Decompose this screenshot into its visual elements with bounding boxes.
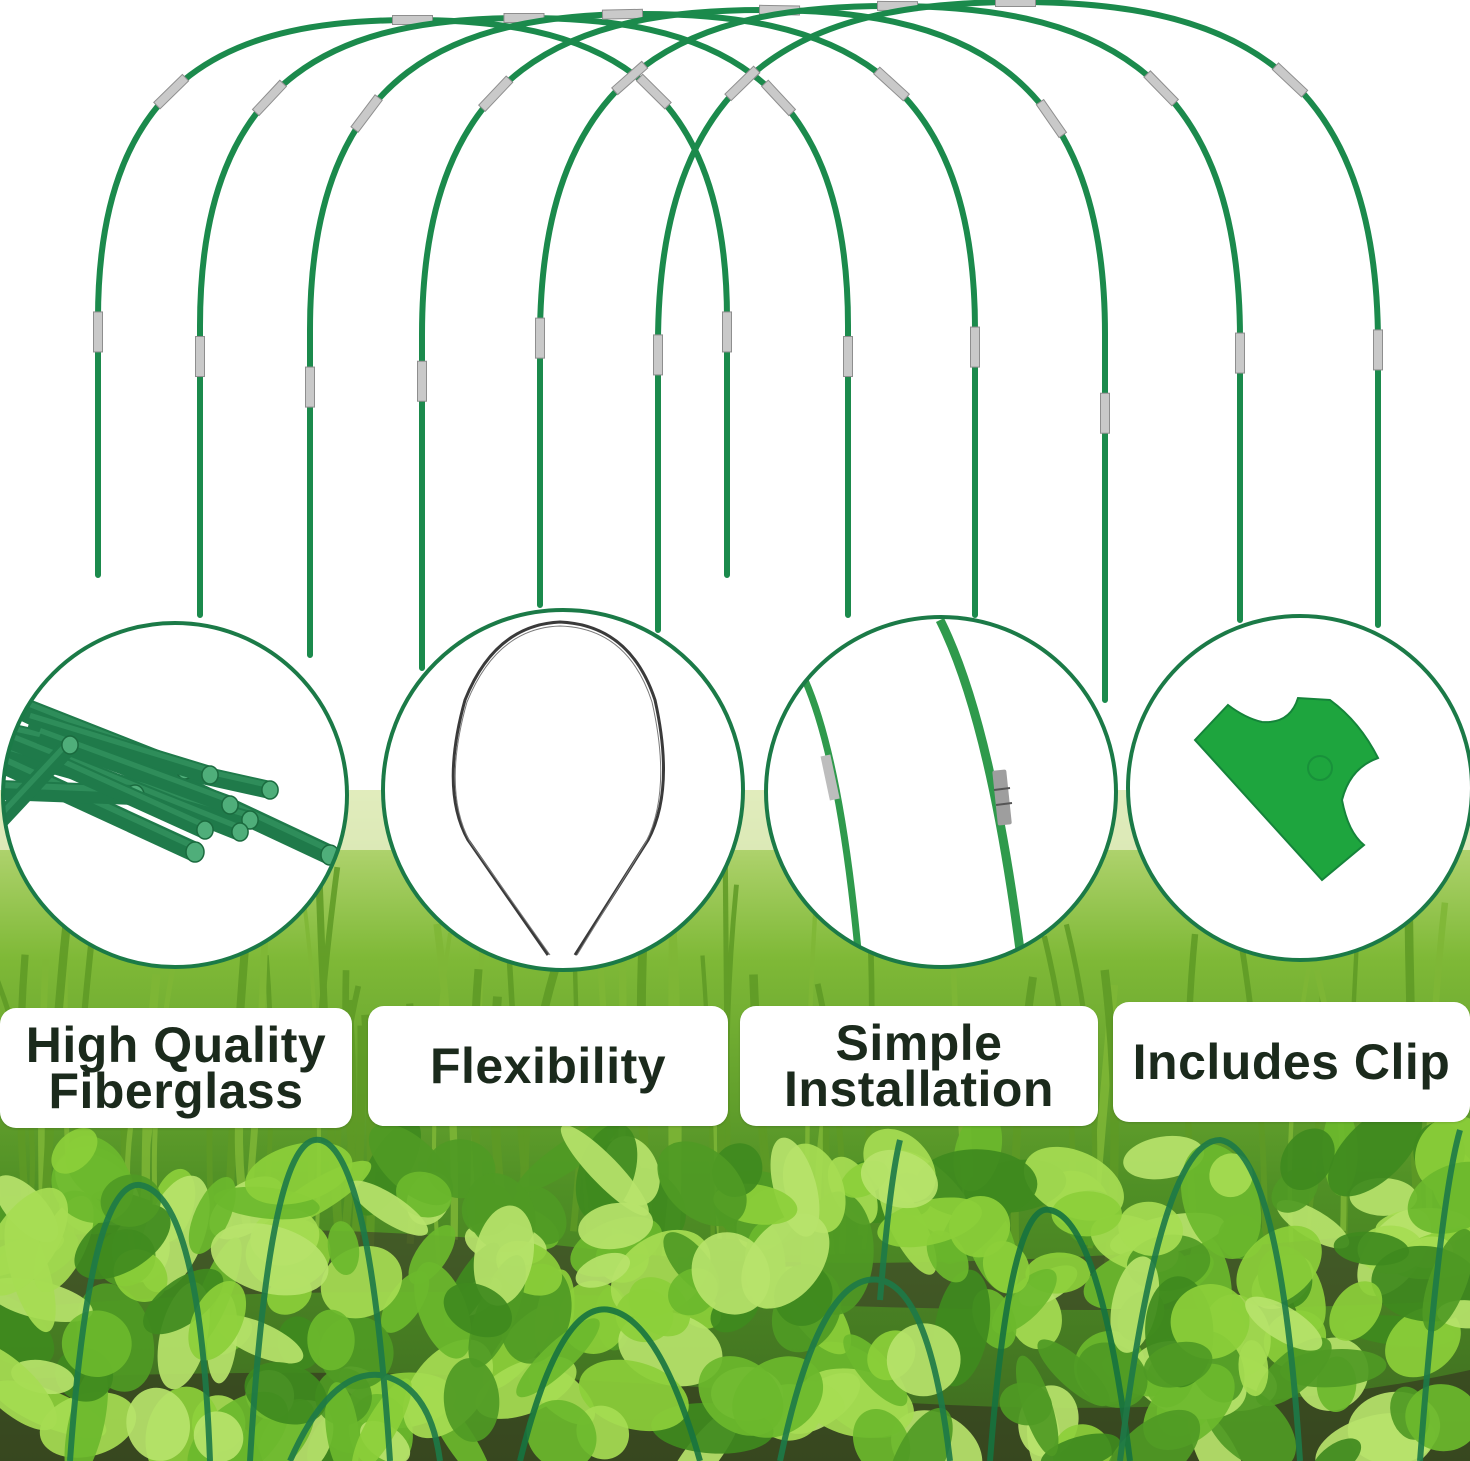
label-card-clip: Includes Clip (1113, 1002, 1470, 1122)
label-clip: Includes Clip (1132, 1034, 1451, 1090)
fiberglass-rods-icon (3, 690, 340, 866)
feature-circle-fiberglass (1, 621, 349, 969)
field-hoops (67, 1129, 1463, 1461)
label-flexibility: Flexibility (429, 1038, 667, 1094)
green-clip-icon (1193, 696, 1380, 882)
rod-joint-connector-icon (801, 617, 1025, 951)
label-card-installation: Simple Installation (740, 1006, 1098, 1126)
label-installation: Simple Installation (784, 1015, 1054, 1117)
hoop-arches (93, 0, 1383, 703)
feature-circle-installation (764, 615, 1118, 969)
label-fiberglass: High Quality Fiberglass (25, 1017, 327, 1119)
label-card-fiberglass: High Quality Fiberglass (0, 1008, 352, 1128)
feature-circle-clip (1126, 614, 1470, 962)
label-card-flexibility: Flexibility (368, 1006, 728, 1126)
feature-circle-flexibility (381, 608, 745, 972)
bent-rod-loop-icon (451, 620, 665, 956)
